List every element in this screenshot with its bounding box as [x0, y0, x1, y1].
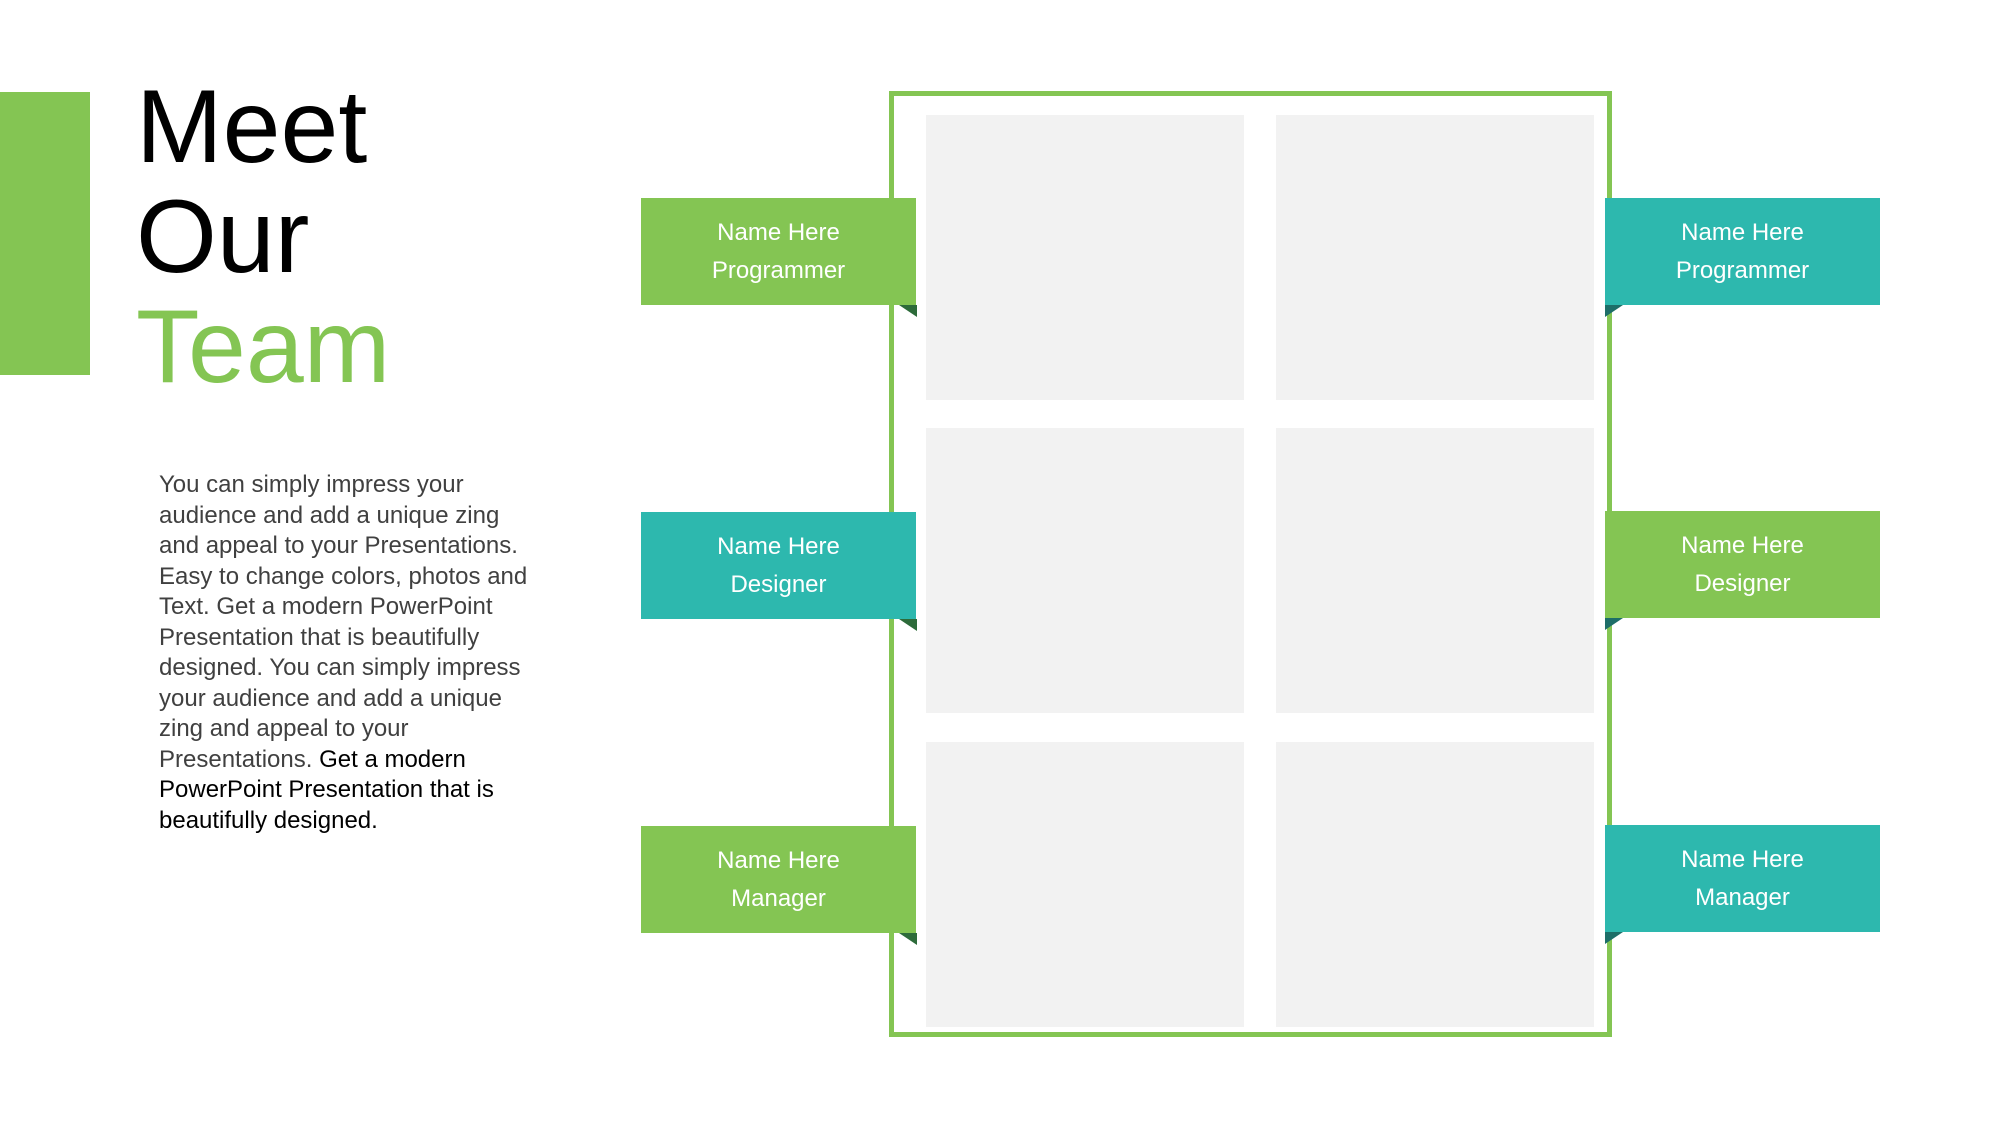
- member-label-left-3: Name Here Manager: [641, 826, 916, 933]
- ribbon-fold: [1605, 932, 1623, 944]
- member-label-right-2: Name Here Designer: [1605, 511, 1880, 618]
- photo-placeholder-1[interactable]: [926, 115, 1244, 400]
- member-name: Name Here: [717, 846, 840, 874]
- member-role: Manager: [731, 884, 826, 912]
- ribbon-fold: [1605, 305, 1623, 317]
- ribbon-fold: [899, 619, 917, 631]
- title-line-our: Our: [136, 179, 310, 295]
- member-label-left-1: Name Here Programmer: [641, 198, 916, 305]
- member-name: Name Here: [1681, 531, 1804, 559]
- member-name: Name Here: [1681, 218, 1804, 246]
- member-name: Name Here: [717, 218, 840, 246]
- description-part-2: Get a modern PowerPoint Presentation tha…: [159, 745, 494, 834]
- description-text: You can simply impress your audience and…: [159, 470, 539, 836]
- title-line-meet: Meet: [136, 69, 368, 185]
- photo-placeholder-3[interactable]: [926, 428, 1244, 713]
- photo-placeholder-5[interactable]: [926, 742, 1244, 1027]
- member-role: Manager: [1695, 883, 1790, 911]
- member-role: Designer: [730, 570, 827, 598]
- ribbon-fold: [899, 305, 917, 317]
- title-line-team: Team: [136, 289, 391, 405]
- member-name: Name Here: [717, 532, 840, 560]
- description-part-1: You can simply impress your audience and…: [159, 471, 528, 773]
- member-role: Designer: [1694, 569, 1791, 597]
- member-label-left-2: Name Here Designer: [641, 512, 916, 619]
- member-label-right-1: Name Here Programmer: [1605, 198, 1880, 305]
- photo-placeholder-2[interactable]: [1276, 115, 1594, 400]
- member-role: Programmer: [711, 256, 846, 284]
- photo-placeholder-4[interactable]: [1276, 428, 1594, 713]
- ribbon-fold: [899, 933, 917, 945]
- accent-bar: [0, 92, 90, 375]
- ribbon-fold: [1605, 618, 1623, 630]
- member-name: Name Here: [1681, 845, 1804, 873]
- page-title: Meet Our Team: [136, 72, 390, 402]
- member-label-right-3: Name Here Manager: [1605, 825, 1880, 932]
- member-role: Programmer: [1675, 256, 1810, 284]
- photo-placeholder-6[interactable]: [1276, 742, 1594, 1027]
